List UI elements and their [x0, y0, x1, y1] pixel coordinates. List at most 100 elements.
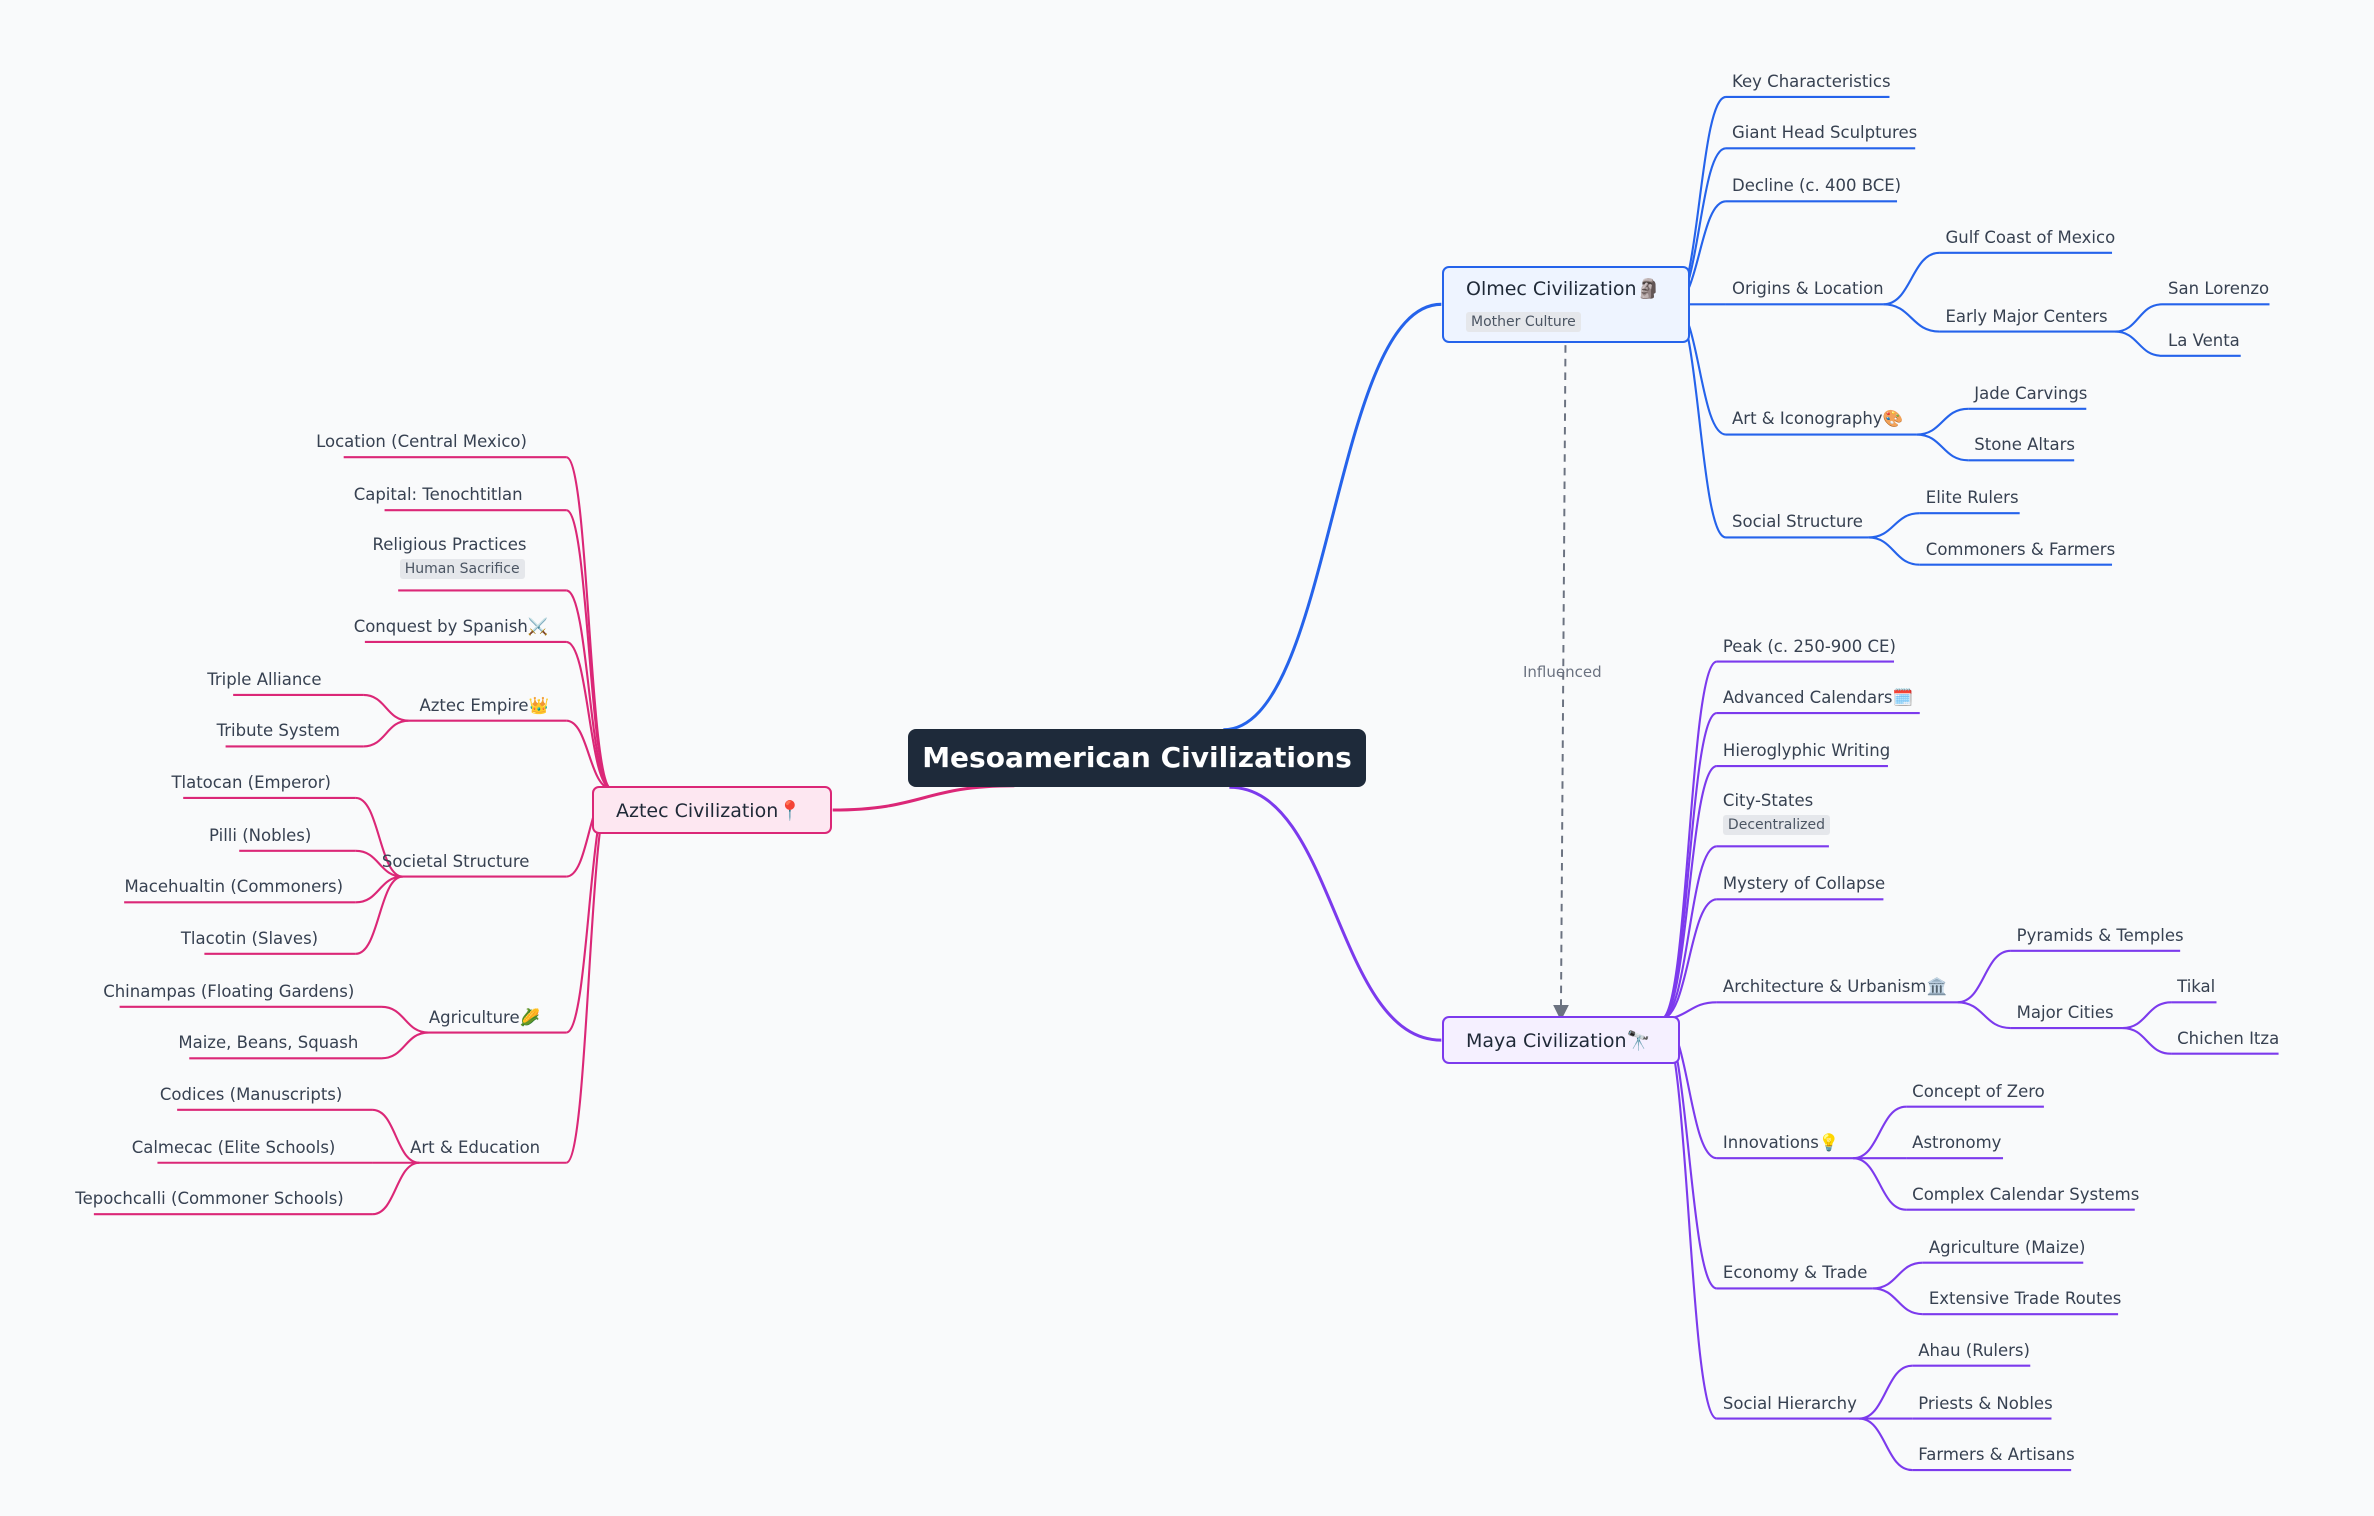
edge-maya-chichen-itza [2122, 1026, 2172, 1055]
olmec-la-venta[interactable]: La Venta [2168, 330, 2240, 350]
maya-astronomy[interactable]: Astronomy [1912, 1133, 2002, 1153]
edge-maya-peak-c-250-900-ce [1660, 660, 1718, 1020]
maya-social-hierarchy[interactable]: Social Hierarchy [1722, 1393, 1857, 1413]
aztec-triple-alliance[interactable]: Triple Alliance [207, 669, 322, 689]
olmec-san-lorenzo[interactable]: San Lorenzo [2168, 279, 2270, 299]
olmec-key-characteristics[interactable]: Key Characteristics [1732, 71, 1891, 91]
edge-maya-social-hierarchy [1660, 1017, 1718, 1420]
root-node[interactable]: Mesoamerican Civilizations [908, 729, 1366, 787]
edge-aztec-tlacotin-slaves [355, 875, 403, 955]
maya-architecture-urbanism[interactable]: Architecture & Urbanism🏛️ [1722, 977, 1947, 997]
edge-aztec-location-central-mexico [565, 456, 613, 790]
maya-ahau-rulers[interactable]: Ahau (Rulers) [1918, 1340, 2030, 1360]
aztec-location-central-mexico[interactable]: Location (Central Mexico) [316, 432, 527, 452]
maya-innovations[interactable]: Innovations💡 [1722, 1133, 1840, 1153]
aztec-node[interactable]: Aztec Civilization📍 [592, 786, 832, 834]
maya-hieroglyphic-writing[interactable]: Hieroglyphic Writing [1722, 741, 1891, 761]
aztec-societal-structure[interactable]: Societal Structure [381, 851, 530, 871]
maya-farmers-artisans[interactable]: Farmers & Artisans [1918, 1445, 2075, 1465]
edge-aztec-triple-alliance [363, 693, 409, 722]
aztec-art-education[interactable]: Art & Education [410, 1137, 541, 1157]
olmec-giant-head-sculptures[interactable]: Giant Head Sculptures [1732, 123, 1918, 143]
edge-aztec-pilli-nobles [355, 849, 403, 878]
edge-olmec-la-venta [2115, 330, 2163, 357]
olmec-jade-carvings[interactable]: Jade Carvings [1974, 383, 2088, 403]
aztec-codices-manuscripts[interactable]: Codices (Manuscripts) [159, 1084, 343, 1104]
edge-maya-ahau-rulers [1859, 1364, 1913, 1420]
maya-peak-c-250-900-ce[interactable]: Peak (c. 250-900 CE) [1722, 636, 1896, 656]
edge-aztec-art-education [565, 787, 613, 1164]
edge-olmec-stone-altars [1916, 433, 1969, 462]
aztec-tepochcalli-commoner-schools[interactable]: Tepochcalli (Commoner Schools) [75, 1189, 344, 1209]
edge-maya-city-states [1660, 845, 1718, 1020]
olmec-origins-location[interactable]: Origins & Location [1732, 279, 1884, 299]
edge-root-aztec [832, 784, 1015, 812]
influenced-link-label: Influenced [1523, 663, 1602, 681]
aztec-chinampas-floating-gardens[interactable]: Chinampas (Floating Gardens) [103, 981, 355, 1001]
maya-complex-calendar-systems[interactable]: Complex Calendar Systems [1912, 1184, 2140, 1204]
maya-tikal[interactable]: Tikal [2177, 977, 2216, 997]
maya-major-cities[interactable]: Major Cities [2016, 1002, 2114, 1022]
maya-concept-of-zero[interactable]: Concept of Zero [1912, 1081, 2045, 1101]
olmec-gulf-coast-of-mexico[interactable]: Gulf Coast of Mexico [1945, 227, 2116, 247]
olmec-elite-rulers[interactable]: Elite Rulers [1925, 488, 2019, 508]
maya-agriculture-maize[interactable]: Agriculture (Maize) [1928, 1237, 2086, 1257]
edge-olmec-elite-rulers [1868, 512, 1920, 539]
maya-economy-trade[interactable]: Economy & Trade [1722, 1263, 1868, 1283]
edge-maya-complex-calendar-systems [1853, 1157, 1907, 1211]
olmec-art-iconography[interactable]: Art & Iconography🎨 [1732, 409, 1904, 429]
edge-olmec-commoners-farmers [1868, 536, 1920, 566]
edge-aztec-codices-manuscripts [372, 1108, 420, 1164]
edge-maya-extensive-trade-routes [1872, 1287, 1923, 1316]
edge-olmec-gulf-coast-of-mexico [1883, 251, 1940, 306]
olmec-social-structure[interactable]: Social Structure [1732, 512, 1863, 532]
edge-root-olmec [1223, 302, 1442, 732]
edge-aztec-chinampas-floating-gardens [381, 1005, 429, 1034]
edge-maya-concept-of-zero [1853, 1105, 1907, 1160]
maya-priests-nobles[interactable]: Priests & Nobles [1918, 1393, 2053, 1413]
aztec-macehualtin-commoners[interactable]: Macehualtin (Commoners) [124, 877, 344, 897]
aztec-node-label: Aztec Civilization📍 [616, 800, 802, 822]
edge-aztec-maize-beans-squash [381, 1031, 429, 1060]
olmec-early-major-centers[interactable]: Early Major Centers [1945, 306, 2108, 326]
edge-maya-agriculture-maize [1872, 1261, 1923, 1290]
maya-mystery-of-collapse[interactable]: Mystery of Collapse [1722, 874, 1886, 894]
edge-maya-tikal [2122, 1001, 2172, 1030]
maya-advanced-calendars[interactable]: Advanced Calendars🗓️ [1722, 688, 1914, 708]
aztec-tlacotin-slaves[interactable]: Tlacotin (Slaves) [180, 928, 319, 948]
aztec-maize-beans-squash[interactable]: Maize, Beans, Squash [178, 1033, 359, 1053]
olmec-stone-altars[interactable]: Stone Altars [1974, 435, 2075, 455]
maya-extensive-trade-routes[interactable]: Extensive Trade Routes [1928, 1289, 2122, 1309]
aztec-calmecac-elite-schools[interactable]: Calmecac (Elite Schools) [131, 1137, 336, 1157]
maya-pyramids-temples[interactable]: Pyramids & Temples [2016, 925, 2184, 945]
aztec-pilli-nobles[interactable]: Pilli (Nobles) [209, 825, 312, 845]
edge-maya-farmers-artisans [1859, 1417, 1913, 1472]
olmec-commoners-farmers[interactable]: Commoners & Farmers [1925, 539, 2116, 559]
olmec-decline-c-400-bce[interactable]: Decline (c. 400 BCE) [1732, 176, 1902, 196]
olmec-node[interactable]: Olmec Civilization🗿 Mother Culture [1442, 266, 1690, 343]
maya-tag-decentralized: Decentralized [1722, 814, 1830, 835]
maya-chichen-itza[interactable]: Chichen Itza [2177, 1028, 2280, 1048]
maya-node-label: Maya Civilization🔭 [1466, 1030, 1651, 1052]
edge-aztec-capital-tenochtitlan [565, 509, 613, 790]
aztec-tribute-system[interactable]: Tribute System [216, 721, 340, 741]
aztec-conquest-by-spanish[interactable]: Conquest by Spanish⚔️ [353, 616, 549, 636]
aztec-capital-tenochtitlan[interactable]: Capital: Tenochtitlan [353, 485, 523, 505]
aztec-religious-practices[interactable]: Religious Practices [372, 535, 527, 555]
aztec-tlatocan-emperor[interactable]: Tlatocan (Emperor) [171, 772, 331, 792]
edge-olmec-san-lorenzo [2114, 303, 2163, 333]
edge-olmec-jade-carvings [1916, 407, 1969, 436]
aztec-agriculture[interactable]: Agriculture🌽 [428, 1007, 541, 1027]
edge-aztec-tlatocan-emperor [355, 796, 403, 878]
maya-city-states[interactable]: City-States [1722, 791, 1814, 811]
aztec-aztec-empire[interactable]: Aztec Empire👑 [419, 695, 550, 715]
edge-maya-pyramids-temples [1957, 949, 2011, 1004]
olmec-tag: Mother Culture [1466, 312, 1581, 332]
maya-node[interactable]: Maya Civilization🔭 [1442, 1016, 1680, 1064]
edge-maya-major-cities [1957, 1001, 2011, 1030]
edge-aztec-tepochcalli-commoner-schools [372, 1161, 420, 1216]
olmec-node-label: Olmec Civilization🗿 [1466, 278, 1661, 300]
influenced-dashed-link [1553, 345, 1569, 1021]
